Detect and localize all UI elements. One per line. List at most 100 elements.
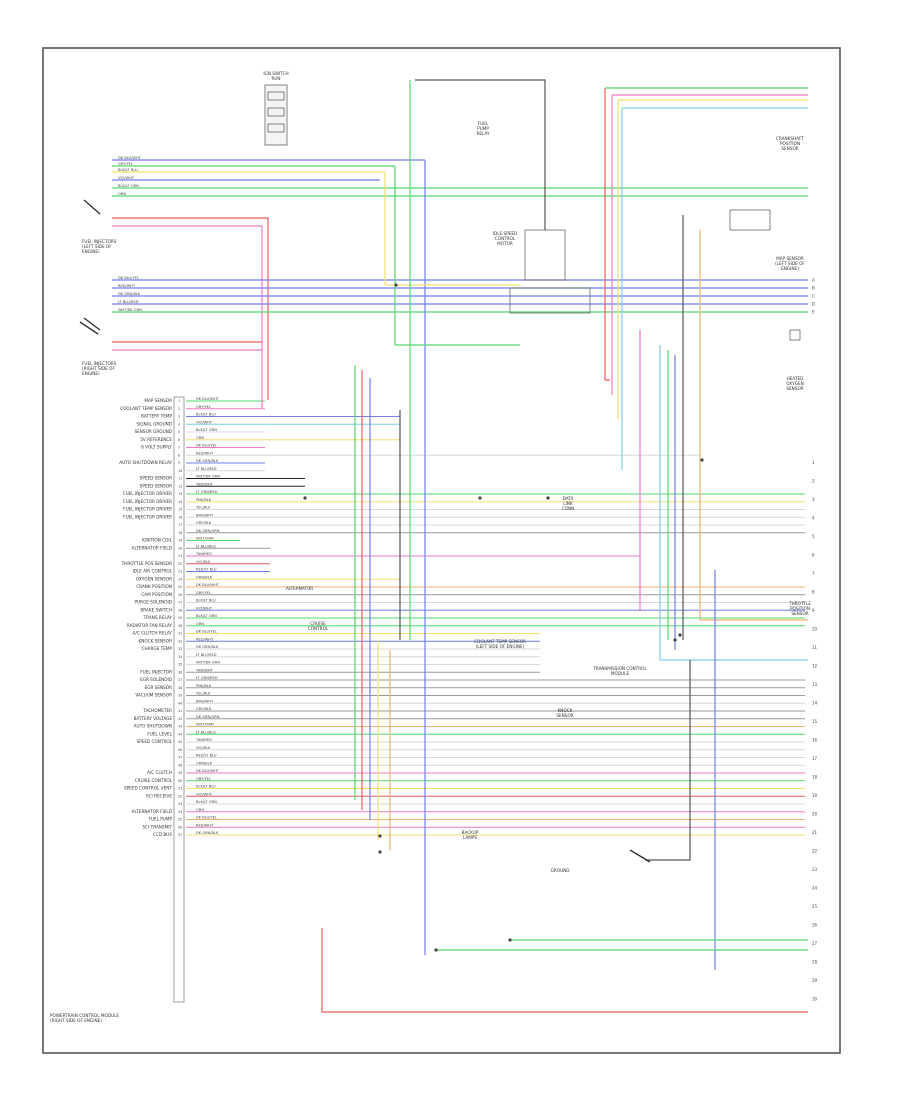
- pcm-pin-number: 5: [178, 430, 180, 434]
- pcm-pin-number: 35: [178, 663, 182, 667]
- idle-control-label-line: IDLE SPEED: [493, 231, 517, 236]
- pcm-pin-label: PURGE SOLENOID: [134, 600, 172, 605]
- splice-dot: [700, 458, 704, 462]
- terminal-number: 13: [812, 682, 818, 687]
- terminal-number: 2: [812, 479, 815, 484]
- wire-code-label: ORN: [196, 622, 204, 626]
- pcm-pin-label: COOLANT TEMP SENSOR: [120, 406, 172, 411]
- wire-code-label: TAN/WHT: [195, 482, 214, 486]
- wire-code-label: VIO/WHT: [196, 420, 213, 424]
- pcm-pin-number: 25: [178, 585, 182, 589]
- pcm-pin-label: CHARGE TEMP: [142, 646, 173, 651]
- ignition-switch-contact: [267, 107, 285, 117]
- pcm-pin-label: THROTTLE POS SENSOR: [121, 561, 172, 566]
- pcm-pin-label: FUEL INJECTOR DRIVER: [123, 514, 172, 519]
- wire-code-label: GRY/BLK: [196, 521, 212, 525]
- wire-code-label: RED/WHT: [196, 823, 214, 827]
- pcm-pin-label: MAP SENSOR: [144, 398, 172, 403]
- pcm-pin-label: SPEED CONTROL: [137, 739, 173, 744]
- fuel-injectors-left-label-line: (LEFT SIDE OF: [82, 244, 112, 249]
- terminal-number: 5: [812, 534, 815, 539]
- terminal-number: 30: [812, 997, 818, 1002]
- wire-code-label: DK BLU/YEL: [196, 816, 217, 820]
- pcm-pin-label: ALTERNATOR FIELD: [132, 809, 172, 814]
- splice-dot: [394, 283, 398, 287]
- splice-dot: [546, 496, 550, 500]
- terminal-number: 21: [812, 830, 818, 835]
- pcm-pin-label: CAM POSITION: [141, 592, 172, 597]
- pcm-pin-label: CRANK POSITION: [136, 584, 172, 589]
- pcm-pin-number: 53: [178, 802, 182, 806]
- vertical-trunk-green: [394, 166, 520, 346]
- pcm-pin-number: 33: [178, 647, 182, 651]
- wire-code-label: GRY/YEL: [118, 162, 133, 166]
- terminal-number: 17: [812, 756, 818, 761]
- wire-code-label: VIO/WHT: [196, 792, 213, 796]
- pcm-pin-number: 13: [178, 492, 182, 496]
- pcm-pin-label: OXYGEN SENSOR: [136, 576, 172, 581]
- bottom-red: [321, 928, 808, 1013]
- fuel-relay-feed-2: [112, 225, 263, 408]
- wire-code-label: RED/WHT: [196, 637, 214, 641]
- data-link-label-line: CONN: [562, 506, 575, 511]
- wire-code-label: BLK/LT BLU: [118, 168, 138, 172]
- component-layer: [173, 84, 801, 1003]
- terminal-number: 26: [812, 923, 818, 928]
- pcm-pin-number: 23: [178, 570, 182, 574]
- wire-code-label: VIO/BLK: [196, 746, 211, 750]
- wire-code-label: WHT/DK GRN: [196, 475, 220, 479]
- terminal-number: 3: [812, 497, 815, 502]
- pcm-footer-label-line: (RIGHT SIDE OF ENGINE): [50, 1018, 102, 1023]
- terminal-letter: A: [812, 277, 815, 282]
- terminal-number: 25: [812, 904, 818, 909]
- wire-code-label: RED/LT BLU: [196, 754, 217, 758]
- wire-code-label: DK GRN/BLK: [196, 831, 219, 835]
- pcm-pin-number: 21: [178, 554, 182, 558]
- pcm-pin-label: SCI TRANSMIT: [142, 824, 172, 829]
- terminal-number: 14: [812, 701, 818, 706]
- pcm-pin-number: 49: [178, 771, 182, 775]
- wire-code-label: ORN/BLK: [196, 575, 213, 579]
- wire-code-label: ORN: [196, 808, 204, 812]
- terminal-number: 29: [812, 978, 818, 983]
- terminal-number: 9: [812, 608, 815, 613]
- alternator-label-line: ALTERNATOR: [286, 586, 313, 591]
- wire-code-label: WHT/ORN: [196, 537, 214, 541]
- pcm-pin-label: RADIATOR FAN RELAY: [127, 623, 173, 628]
- fuel-injectors-right-label-line: ENGINE): [82, 371, 100, 376]
- coolant-temp-label-line: (LEFT SIDE OF ENGINE): [476, 644, 525, 649]
- wire-code-label: DK GRN/BLK: [196, 645, 219, 649]
- terminal-letter: C: [812, 293, 815, 298]
- wire-code-label: VIO/WHT: [196, 606, 213, 610]
- terminal-number: 15: [812, 719, 818, 724]
- pcm-pin-number: 10: [178, 469, 182, 473]
- wire-code-label: YEL/BLK: [196, 506, 211, 510]
- pcm-pin-label: FUEL PUMP: [148, 817, 172, 822]
- pcm-pin-label: EGR SENSOR: [145, 685, 173, 690]
- pcm-pin-label: BRAKE SWITCH: [140, 607, 172, 612]
- crank-sensor-box: [729, 209, 771, 231]
- wire-code-label: DK BLU/YEL: [196, 444, 217, 448]
- backup-lamps-label-line: LAMPS: [463, 835, 477, 840]
- wire-code-label: BLK/LT GRN: [196, 800, 217, 804]
- ground-label-line: GROUND: [551, 868, 570, 873]
- pcm-pin-label: SIGNAL GROUND: [136, 421, 172, 426]
- ignition-switch-contact: [267, 123, 285, 133]
- terminal-number: 10: [812, 627, 818, 632]
- splice-dot: [673, 638, 677, 642]
- wire-code-label: PNK/BLK: [196, 684, 212, 688]
- pcm-pin-label: FUEL INJECTOR: [140, 669, 172, 674]
- pcm-pin-number: 51: [178, 787, 182, 791]
- pcm-pin-label: IDLE AIR CONTROL: [132, 569, 172, 574]
- pcm-connector: [173, 396, 185, 1003]
- crank-sensor-label-line: POSITION: [780, 141, 800, 146]
- wire-code-label: ORN/BLK: [196, 761, 213, 765]
- wire-code-label: BLK/LT GRN: [196, 614, 217, 618]
- pcm-pin-number: 36: [178, 670, 182, 674]
- crank-sensor-label-line: SENSOR: [781, 146, 798, 151]
- tps-label-line: SENSOR: [791, 611, 808, 616]
- pcm-pin-label: SENSOR GROUND: [134, 429, 172, 434]
